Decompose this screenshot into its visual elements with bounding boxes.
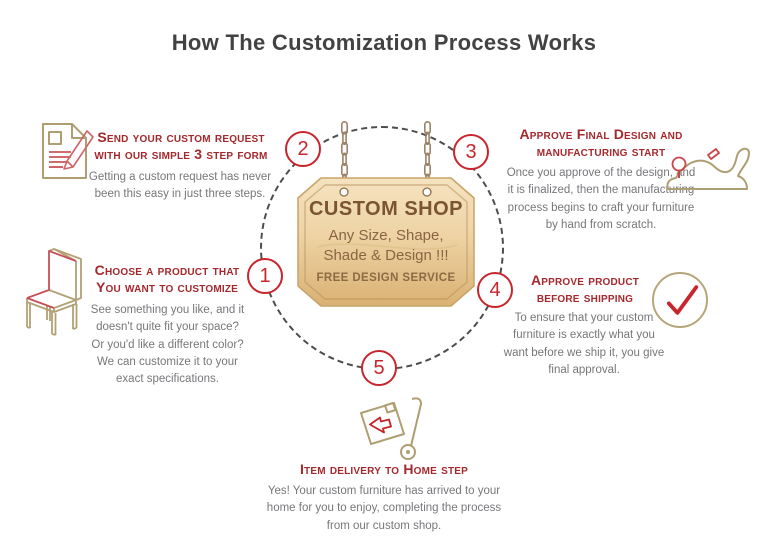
delivery-trolley-icon — [360, 397, 422, 460]
sign-title: CUSTOM SHOP — [308, 198, 464, 220]
step-body: Yes! Your custom furniture has arrived t… — [266, 485, 502, 532]
sign-subtitle-line1: Any Size, Shape, — [328, 227, 444, 244]
step-marker-3: 3 — [453, 134, 489, 170]
step-body: To ensure that your custom furniture is … — [503, 312, 665, 376]
step-body: Once you approve of the design, and it i… — [506, 167, 696, 231]
page-title: How The Customization Process Works — [171, 30, 597, 55]
sign-footer: FREE DESIGN SERVICE — [316, 272, 456, 284]
step-heading: Send your custom request with our simple… — [94, 129, 268, 162]
sign-text: CUSTOM SHOP Any Size, Shape, Shade & Des… — [297, 177, 475, 308]
step-marker-5: 5 — [361, 350, 397, 386]
step-marker-1: 1 — [247, 258, 283, 294]
step-heading: Approve Final Design and manufacturing s… — [519, 126, 683, 159]
sign-subtitle-line2: Shade & Design !!! — [323, 246, 449, 264]
wood-plane-icon — [666, 147, 750, 190]
step-body: Getting a custom request has never been … — [88, 171, 272, 201]
step-body: See something you like, and it doesn't q… — [90, 304, 245, 385]
step-heading: Choose a product that You want to custom… — [94, 262, 240, 295]
document-pencil-icon — [42, 123, 94, 179]
wooden-sign — [297, 177, 475, 307]
step-marker-4: 4 — [477, 272, 513, 308]
step-marker-2: 2 — [285, 131, 321, 167]
step-heading: Item delivery to Home step — [299, 461, 469, 477]
chair-icon — [26, 248, 82, 336]
check-circle-icon — [652, 272, 708, 328]
step-heading: Approve product before shipping — [530, 272, 640, 305]
